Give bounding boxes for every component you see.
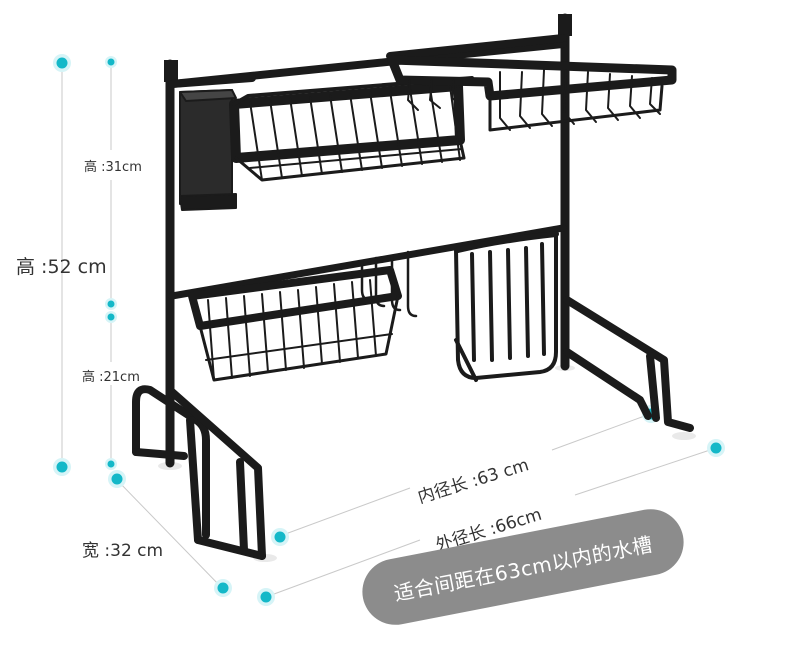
right-leg xyxy=(563,296,694,432)
marker-dot xyxy=(108,470,126,488)
marker-dot xyxy=(53,54,71,72)
lower-height-label: 高 :21cm xyxy=(82,370,140,385)
marker-dot xyxy=(105,56,117,68)
marker-dot xyxy=(214,579,232,597)
upper-basket xyxy=(229,76,474,182)
marker-dot xyxy=(105,311,117,323)
upper-height-label: 高 :31cm xyxy=(84,160,142,175)
marker-dot xyxy=(53,458,71,476)
plate-basket xyxy=(387,55,677,132)
top-frame xyxy=(168,34,567,88)
marker-dot xyxy=(271,528,289,546)
total-height-label: 高 :52 cm xyxy=(16,256,107,278)
rack-upright-caps xyxy=(164,14,572,82)
marker-dot xyxy=(707,439,725,457)
dish-rack xyxy=(132,13,696,562)
marker-dot xyxy=(257,588,275,606)
cutting-board-rack xyxy=(454,231,559,382)
left-leg xyxy=(132,385,266,560)
dimension-markers xyxy=(53,54,725,606)
width-label: 宽 :32 cm xyxy=(82,541,164,561)
lower-basket xyxy=(188,266,402,382)
marker-dot xyxy=(105,298,117,310)
utensil-holder xyxy=(179,89,237,211)
marker-dot xyxy=(105,458,117,470)
dimension-guides xyxy=(61,62,717,598)
